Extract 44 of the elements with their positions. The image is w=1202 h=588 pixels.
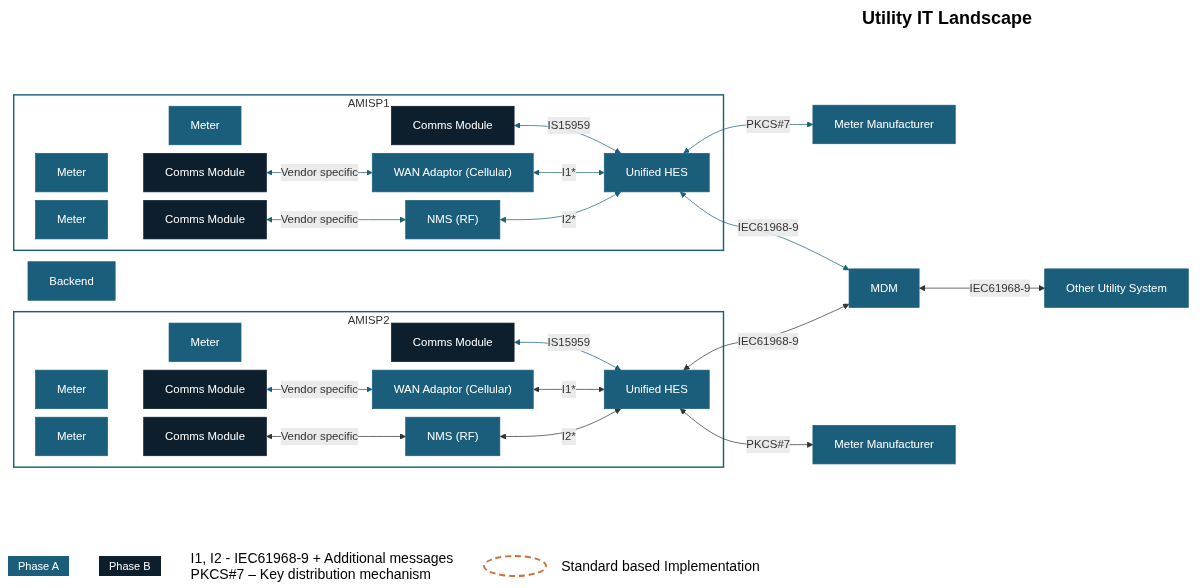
node-box: Meter: [35, 416, 108, 457]
edge-label: IS15959: [547, 119, 591, 132]
node-box: Other Utility System: [1044, 268, 1189, 308]
node-box: Comms Module: [143, 200, 267, 240]
note-text: PKCS#7 – Key distribution mechanism: [190, 566, 433, 582]
node-box: Comms Module: [143, 153, 267, 193]
diagram-title: Utility IT Landscape: [861, 8, 1032, 29]
node-box: Meter: [168, 322, 242, 362]
node-box: Meter: [35, 153, 108, 193]
node-box: Unified HES: [603, 369, 710, 409]
node-box: WAN Adaptor (Cellular): [371, 153, 534, 193]
node-box: Meter: [168, 105, 242, 146]
node-box: Comms Module: [391, 322, 515, 362]
edge-label: IEC61968-9: [737, 221, 799, 234]
node-box: Comms Module: [143, 369, 267, 409]
edge-label: Vendor specific: [280, 213, 359, 226]
edge-label: IEC61968-9: [737, 334, 799, 347]
edge-label: I2*: [561, 213, 576, 226]
legend-text: Standard based Implementation: [561, 558, 760, 574]
edge-label: Vendor specific: [280, 382, 359, 396]
edge-label: Vendor specific: [280, 166, 359, 179]
edge-label: Vendor specific: [280, 430, 359, 443]
node-box: Meter Manufacturer: [812, 425, 956, 465]
edge-label: I1*: [561, 382, 576, 396]
legend-swatch: Phase B: [99, 556, 161, 576]
node-box: Backend: [27, 261, 116, 301]
edge-label: PKCS#7: [746, 118, 791, 131]
node-box: NMS (RF): [405, 200, 501, 240]
edge-label: IS15959: [547, 335, 591, 349]
node-box: Unified HES: [603, 153, 710, 193]
node-box: NMS (RF): [405, 416, 501, 457]
note-text: I1, I2 - IEC61968-9 + Additional messages: [190, 550, 454, 566]
node-box: MDM: [848, 268, 920, 308]
node-box: Comms Module: [391, 105, 515, 146]
node-box: WAN Adaptor (Cellular): [371, 369, 534, 409]
edge-label: PKCS#7: [746, 438, 791, 451]
legend-swatch: Phase A: [8, 556, 69, 576]
edge-label: I2*: [561, 430, 576, 443]
node-box: Meter Manufacturer: [812, 104, 956, 145]
node-box: Meter: [35, 369, 108, 409]
edge-label: IEC61968-9: [969, 281, 1031, 294]
edge-label: I1*: [561, 166, 576, 179]
node-box: Meter: [35, 200, 108, 240]
node-box: Comms Module: [143, 416, 267, 457]
